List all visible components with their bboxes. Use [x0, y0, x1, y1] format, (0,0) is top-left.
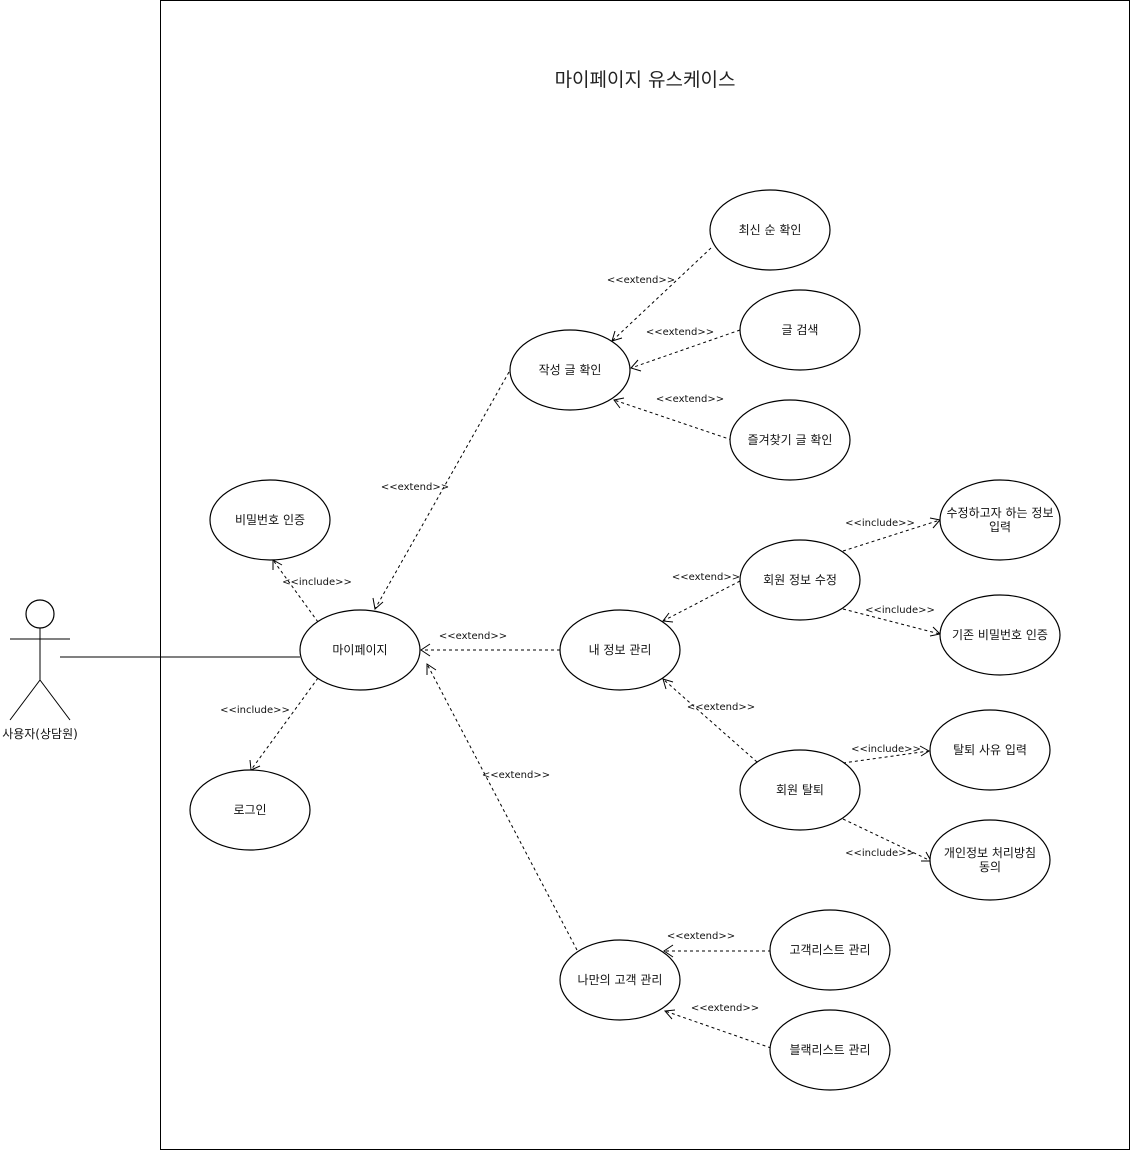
- usecase-privacy[interactable]: 개인정보 처리방침 동의: [929, 819, 1051, 901]
- usecase-edit-member[interactable]: 회원 정보 수정: [739, 539, 861, 621]
- actor-user[interactable]: [9, 599, 71, 721]
- stereotype-label: <<extend>>: [691, 1003, 759, 1014]
- actor-label: 사용자(상담원): [2, 727, 78, 741]
- usecase-view-posts[interactable]: 작성 글 확인: [509, 329, 631, 411]
- include-edge-existingpw: [842, 608, 941, 635]
- usecase-existing-password[interactable]: 기존 비밀번호 인증: [939, 594, 1061, 676]
- stereotype-label: <<extend>>: [656, 394, 724, 405]
- stereotype-label: <<extend>>: [381, 482, 449, 493]
- stereotype-label: <<include>>: [282, 577, 352, 588]
- svg-text:회원 정보 수정: 회원 정보 수정: [763, 573, 837, 587]
- stereotype-label: <<include>>: [220, 705, 290, 716]
- svg-text:내 정보 관리: 내 정보 관리: [589, 643, 652, 657]
- usecase-enter-info[interactable]: 수정하고자 하는 정보 입력: [939, 479, 1061, 561]
- usecase-login[interactable]: 로그인: [189, 769, 311, 851]
- svg-text:입력: 입력: [989, 520, 1011, 534]
- extend-edge-favorites: [613, 399, 733, 441]
- usecase-search[interactable]: 글 검색: [739, 289, 861, 371]
- usecase-blacklist[interactable]: 블랙리스트 관리: [769, 1009, 891, 1091]
- svg-text:즐겨찾기 글 확인: 즐겨찾기 글 확인: [748, 433, 833, 447]
- include-edge-reason: [842, 750, 930, 764]
- include-edge-enterinfo: [842, 519, 941, 552]
- svg-text:고객리스트 관리: 고객리스트 관리: [789, 943, 870, 957]
- stereotype-label: <<extend>>: [667, 931, 735, 942]
- extend-edge-withdraw: [662, 678, 758, 763]
- stereotype-label: <<include>>: [851, 744, 921, 755]
- svg-text:탈퇴 사유 입력: 탈퇴 사유 입력: [953, 743, 1027, 757]
- svg-text:동의: 동의: [979, 860, 1001, 874]
- stereotype-label: <<include>>: [845, 848, 915, 859]
- usecase-password-auth[interactable]: 비밀번호 인증: [209, 479, 331, 561]
- svg-text:작성 글 확인: 작성 글 확인: [539, 363, 602, 377]
- svg-text:마이페이지: 마이페이지: [332, 643, 387, 657]
- include-edge-login: [250, 677, 319, 771]
- svg-text:비밀번호 인증: 비밀번호 인증: [235, 513, 305, 527]
- stereotype-label: <<extend>>: [672, 572, 740, 583]
- diagram-title: 마이페이지 유스케이스: [555, 69, 736, 91]
- usecase-my-info[interactable]: 내 정보 관리: [559, 609, 681, 691]
- extend-edge-latest: [611, 247, 712, 342]
- usecase-withdraw[interactable]: 회원 탈퇴: [739, 749, 861, 831]
- usecase-my-customers[interactable]: 나만의 고객 관리: [559, 939, 681, 1021]
- stereotype-label: <<extend>>: [482, 770, 550, 781]
- extend-edge-edit: [662, 580, 741, 622]
- stereotype-label: <<include>>: [845, 518, 915, 529]
- stereotype-label: <<extend>>: [607, 275, 675, 286]
- stereotype-label: <<extend>>: [646, 327, 714, 338]
- extend-edge-search: [630, 329, 741, 369]
- svg-text:최신 순 확인: 최신 순 확인: [739, 223, 802, 237]
- svg-text:개인정보 처리방침: 개인정보 처리방침: [944, 846, 1036, 860]
- usecase-customer-list[interactable]: 고객리스트 관리: [769, 909, 891, 991]
- svg-text:블랙리스트 관리: 블랙리스트 관리: [789, 1043, 870, 1057]
- stereotype-label: <<extend>>: [439, 631, 507, 642]
- svg-text:수정하고자 하는 정보: 수정하고자 하는 정보: [947, 506, 1054, 520]
- usecase-withdraw-reason[interactable]: 탈퇴 사유 입력: [929, 709, 1051, 791]
- usecase-mypage[interactable]: 마이페이지: [299, 609, 421, 691]
- svg-text:로그인: 로그인: [233, 803, 266, 817]
- svg-text:회원 탈퇴: 회원 탈퇴: [776, 783, 824, 797]
- svg-text:글 검색: 글 검색: [782, 323, 819, 337]
- stereotype-label: <<include>>: [865, 605, 935, 616]
- include-edge-privacy: [842, 818, 932, 862]
- include-edge-password: [272, 559, 319, 623]
- usecase-latest[interactable]: 최신 순 확인: [709, 189, 831, 271]
- usecase-favorites[interactable]: 즐겨찾기 글 확인: [729, 399, 851, 481]
- stereotype-label: <<extend>>: [687, 702, 755, 713]
- extend-edge-blacklist: [664, 1010, 772, 1049]
- svg-text:기존 비밀번호 인증: 기존 비밀번호 인증: [952, 628, 1048, 642]
- svg-text:나만의 고객 관리: 나만의 고객 관리: [578, 973, 663, 987]
